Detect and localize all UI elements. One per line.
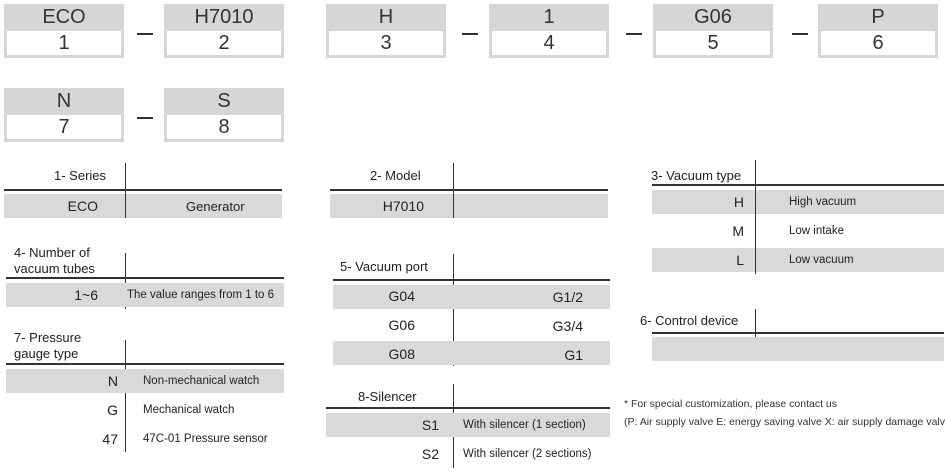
dash — [137, 33, 153, 35]
gauge-title-line1: 7- Pressure — [14, 330, 82, 345]
divider — [125, 253, 126, 309]
divider — [330, 189, 608, 191]
code-index: 1 — [7, 31, 121, 55]
vacuum-type-title: 3- Vacuum type — [651, 168, 742, 183]
series-code: ECO — [67, 198, 98, 214]
silencer-title: 8-Silencer — [358, 389, 417, 404]
row-band — [652, 337, 944, 361]
row-band — [6, 283, 284, 307]
vacuum-port-code: G08 — [388, 346, 415, 362]
divider — [453, 194, 454, 218]
vacuum-type-desc: Low intake — [789, 225, 844, 237]
code-box-model: H7010 2 — [164, 4, 284, 58]
code-value: P — [871, 6, 885, 28]
code-value: H7010 — [194, 6, 254, 28]
silencer-desc: With silencer (2 sections) — [463, 448, 592, 460]
vacuum-port-desc: G3/4 — [552, 318, 583, 334]
divider — [326, 407, 610, 409]
tubes-title-line1: 4- Number of — [14, 245, 90, 260]
divider — [453, 254, 454, 366]
dash — [462, 33, 478, 35]
vacuum-type-code: H — [733, 194, 744, 210]
vacuum-type-code: M — [732, 223, 744, 239]
gauge-code: 47 — [102, 431, 118, 447]
gauge-desc: Mechanical watch — [143, 404, 235, 416]
divider — [652, 332, 944, 334]
tubes-code: 1~6 — [74, 287, 98, 303]
code-value: ECO — [42, 6, 86, 28]
row-band — [333, 285, 610, 309]
vacuum-port-desc: G1/2 — [552, 289, 583, 305]
note-legend: (P: Air supply valve E: energy saving va… — [624, 416, 945, 428]
code-box-control: P 6 — [818, 4, 938, 58]
divider — [6, 277, 284, 279]
code-box-silencer: S 8 — [164, 88, 284, 142]
code-index: 8 — [167, 115, 281, 139]
gauge-desc: 47C-01 Pressure sensor — [143, 433, 268, 445]
divider — [125, 340, 126, 452]
code-index: 5 — [656, 31, 770, 55]
code-index: 6 — [821, 31, 935, 55]
code-index: 4 — [492, 31, 606, 55]
gauge-code: G — [107, 402, 118, 418]
row-band — [333, 341, 610, 365]
dash — [792, 33, 808, 35]
divider — [652, 184, 944, 186]
gauge-title: 7- Pressure gauge type — [14, 330, 81, 362]
code-box-vacuum-type: H 3 — [326, 4, 446, 58]
code-value: H — [378, 6, 394, 28]
series-title: 1- Series — [54, 168, 107, 183]
code-index: 2 — [167, 31, 281, 55]
divider — [4, 189, 282, 191]
code-value: 1 — [543, 6, 555, 28]
divider — [755, 309, 756, 361]
gauge-code: N — [107, 373, 118, 389]
tubes-title-line2: vacuum tubes — [14, 261, 95, 276]
vacuum-port-title: 5- Vacuum port — [340, 259, 428, 274]
row-band — [326, 413, 610, 437]
tubes-desc: The value ranges from 1 to 6 — [127, 289, 275, 301]
control-title: 6- Control device — [640, 313, 739, 328]
gauge-title-line2: gauge type — [14, 346, 79, 361]
divider — [6, 363, 284, 365]
code-index: 7 — [7, 115, 121, 139]
series-desc: Generator — [186, 199, 245, 214]
row-band — [652, 190, 944, 214]
code-value: N — [56, 90, 72, 112]
vacuum-port-code: G06 — [388, 317, 415, 333]
vacuum-port-code: G04 — [388, 288, 415, 304]
code-box-gauge: N 7 — [4, 88, 124, 142]
silencer-desc: With silencer (1 section) — [463, 419, 586, 431]
divider — [755, 190, 756, 274]
gauge-desc: Non-mechanical watch — [143, 375, 260, 387]
row-band — [330, 194, 608, 218]
row-band — [652, 248, 944, 272]
code-box-series: ECO 1 — [4, 4, 124, 58]
model-code: H7010 — [382, 198, 424, 214]
code-value: G06 — [694, 6, 732, 28]
dash — [626, 33, 642, 35]
divider — [333, 279, 610, 281]
row-band — [4, 194, 282, 218]
code-index: 3 — [329, 31, 443, 55]
vacuum-type-desc: Low vacuum — [789, 254, 854, 266]
code-box-tubes: 1 4 — [489, 4, 609, 58]
vacuum-type-code: L — [736, 252, 744, 268]
silencer-code: S2 — [421, 446, 439, 462]
note-customization: * For special customization, please cont… — [624, 398, 838, 410]
code-box-vacuum-port: G06 5 — [653, 4, 773, 58]
divider — [125, 194, 126, 218]
vacuum-port-desc: G1 — [564, 347, 583, 363]
dash — [137, 117, 153, 119]
code-value: S — [217, 90, 231, 112]
model-title: 2- Model — [370, 168, 421, 183]
silencer-code: S1 — [421, 417, 439, 433]
tubes-title: 4- Number of vacuum tubes — [14, 245, 95, 277]
vacuum-type-desc: High vacuum — [789, 196, 857, 208]
row-band — [6, 369, 284, 393]
